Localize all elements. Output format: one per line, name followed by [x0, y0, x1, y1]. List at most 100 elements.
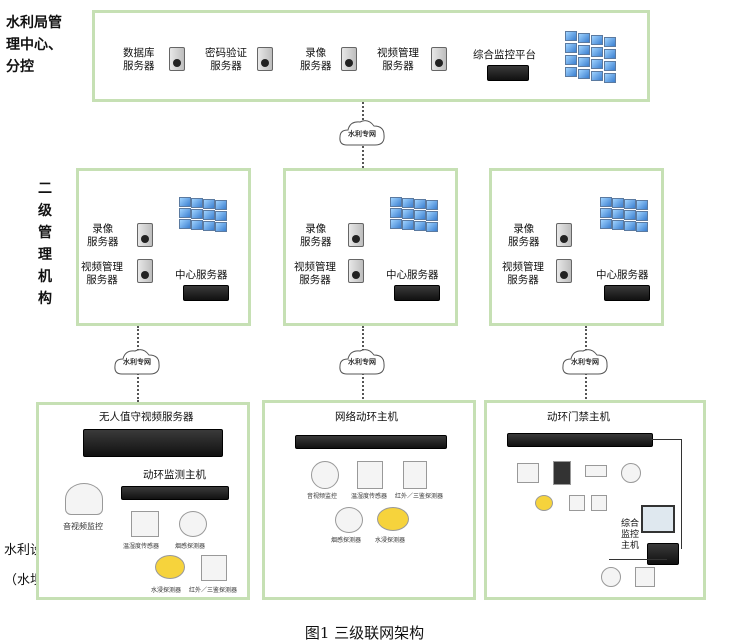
mid3-video-server-icon — [556, 259, 572, 283]
mid3-record-server-icon — [556, 223, 572, 247]
site2-ir-label: 红外／三鉴探测器 — [395, 493, 444, 500]
site2-smoke-label: 烟感探测器 — [331, 537, 362, 544]
tier2-char6: 构 — [38, 291, 52, 307]
site-box-1: 无人值守视频服务器 动环监测主机 音视频监控 温湿度传感器 烟感探测器 水浸探测… — [36, 402, 250, 600]
site3-device-6-icon — [569, 495, 585, 511]
site1-ir-label: 红外／三鉴探测器 — [189, 587, 238, 594]
wire-c — [609, 559, 667, 560]
site2-smoke-icon — [335, 507, 363, 533]
site2-th-sensor-icon — [357, 461, 383, 489]
site-box-2: 网络动环主机 音视频监控 温湿度传感器 红外／三鉴探测器 烟感探测器 水浸探测器 — [262, 400, 476, 600]
site2-camera-label: 音视频监控 — [307, 493, 338, 500]
site3-platform-line2: 监控 — [621, 530, 640, 540]
site3-host-unit-icon — [647, 543, 679, 565]
video-mgmt-server-label: 视频管理 服务器 — [377, 47, 419, 73]
site3-camera-icon — [601, 567, 621, 587]
mid1-center-server-label: 中心服务器 — [175, 269, 228, 281]
network-cloud-right-icon — [562, 349, 608, 375]
monitoring-platform-label: 综合监控平台 — [473, 49, 536, 61]
network-cloud-icon — [339, 120, 385, 146]
site1-ir-icon — [201, 555, 227, 581]
mid1-video-server-icon — [137, 259, 153, 283]
video-mgmt-line1: 视频管理 — [377, 47, 419, 59]
mid3-record-line2: 服务器 — [508, 236, 540, 248]
site2-title: 网络动环主机 — [335, 411, 398, 423]
record-server-icon — [341, 47, 357, 71]
network-label-right: 水利专网 — [571, 358, 599, 366]
mid2-record-line1: 录像 — [305, 223, 327, 235]
mid2-center-server-icon — [394, 285, 440, 301]
site3-device-2-icon — [553, 461, 571, 485]
site3-lock-icon — [635, 567, 655, 587]
platform-host-icon — [487, 65, 529, 81]
mid1-center-server-icon — [183, 285, 229, 301]
site3-device-4-icon — [621, 463, 641, 483]
site1-title: 无人值守视频服务器 — [99, 411, 194, 423]
video-mgmt-line2: 服务器 — [382, 60, 414, 72]
tier1-label-line2: 理中心、 — [6, 37, 62, 53]
mid1-record-line1: 录像 — [92, 223, 114, 235]
site1-smoke-icon — [179, 511, 207, 537]
site1-host-label: 动环监测主机 — [143, 469, 206, 481]
wire-b — [681, 439, 682, 549]
mid2-video-wall-icon — [390, 197, 440, 253]
site1-water-label: 水浸探测器 — [151, 587, 182, 594]
figure-caption: 图1 三级联网架构 — [304, 624, 425, 642]
record-server-label: 录像 服务器 — [300, 47, 332, 73]
site3-device-3-icon — [585, 465, 607, 477]
mid3-video-wall-icon — [600, 197, 650, 253]
mid3-record-label: 录像 服务器 — [508, 223, 540, 249]
network-label-left: 水利专网 — [123, 358, 151, 366]
site1-smoke-label: 烟感探测器 — [175, 543, 206, 550]
site2-camera-icon — [311, 461, 339, 489]
mid3-video-line1: 视频管理 — [502, 261, 544, 273]
auth-server-line1: 密码验证 — [205, 47, 247, 59]
video-mgmt-server-icon — [431, 47, 447, 71]
site2-th-label: 温湿度传感器 — [351, 493, 388, 500]
mid2-video-line2: 服务器 — [299, 274, 331, 286]
site3-platform-label: 综合 监控 主机 — [621, 519, 639, 552]
record-server-line2: 服务器 — [300, 60, 332, 72]
tier2-char1: 二 — [38, 181, 52, 197]
site1-th-sensor-icon — [131, 511, 159, 537]
monitoring-host-icon — [121, 486, 229, 500]
tier1-label-line3: 分控 — [6, 59, 34, 75]
mid1-video-line2: 服务器 — [86, 274, 118, 286]
auth-server-line2: 服务器 — [210, 60, 242, 72]
nvr-icon — [83, 429, 223, 457]
monitor-icon — [641, 505, 675, 533]
tier1-label: 水利局管 理中心、 分控 — [6, 12, 62, 78]
network-cloud-left-icon — [114, 349, 160, 375]
auth-server-label: 密码验证 服务器 — [205, 47, 247, 73]
tier2-char3: 管 — [38, 225, 52, 241]
mid3-center-server-label: 中心服务器 — [596, 269, 649, 281]
tier2-char4: 理 — [38, 247, 52, 263]
site2-water-label: 水浸探测器 — [375, 537, 406, 544]
database-server-icon — [169, 47, 185, 71]
site2-ir-icon — [403, 461, 427, 489]
mid3-center-server-icon — [604, 285, 650, 301]
mid1-video-line1: 视频管理 — [81, 261, 123, 273]
mid2-record-label: 录像 服务器 — [300, 223, 332, 249]
tier2-char5: 机 — [38, 269, 52, 285]
db-server-line1: 数据库 — [123, 47, 155, 59]
tier2-char2: 级 — [38, 203, 52, 219]
mid1-record-line2: 服务器 — [87, 236, 119, 248]
site3-platform-line1: 综合 — [621, 519, 640, 529]
network-label-top: 水利专网 — [348, 130, 376, 138]
site1-th-label: 温湿度传感器 — [123, 543, 160, 550]
site2-water-icon — [377, 507, 409, 531]
site3-device-7-icon — [591, 495, 607, 511]
mid-box-2: 录像 服务器 视频管理 服务器 中心服务器 — [283, 168, 458, 326]
mid1-record-label: 录像 服务器 — [87, 223, 119, 249]
db-server-label: 数据库 服务器 — [123, 47, 155, 73]
network-host-icon — [295, 435, 447, 449]
site3-device-5-icon — [535, 495, 553, 511]
headquarters-box: 数据库 服务器 密码验证 服务器 录像 服务器 视频管理 服务器 综合监控平台 — [92, 10, 650, 102]
mid2-center-server-label: 中心服务器 — [386, 269, 439, 281]
mid1-record-server-icon — [137, 223, 153, 247]
site3-device-1-icon — [517, 463, 539, 483]
site3-title: 动环门禁主机 — [547, 411, 610, 423]
mid2-video-line1: 视频管理 — [294, 261, 336, 273]
site1-camera-label: 音视频监控 — [63, 522, 103, 531]
